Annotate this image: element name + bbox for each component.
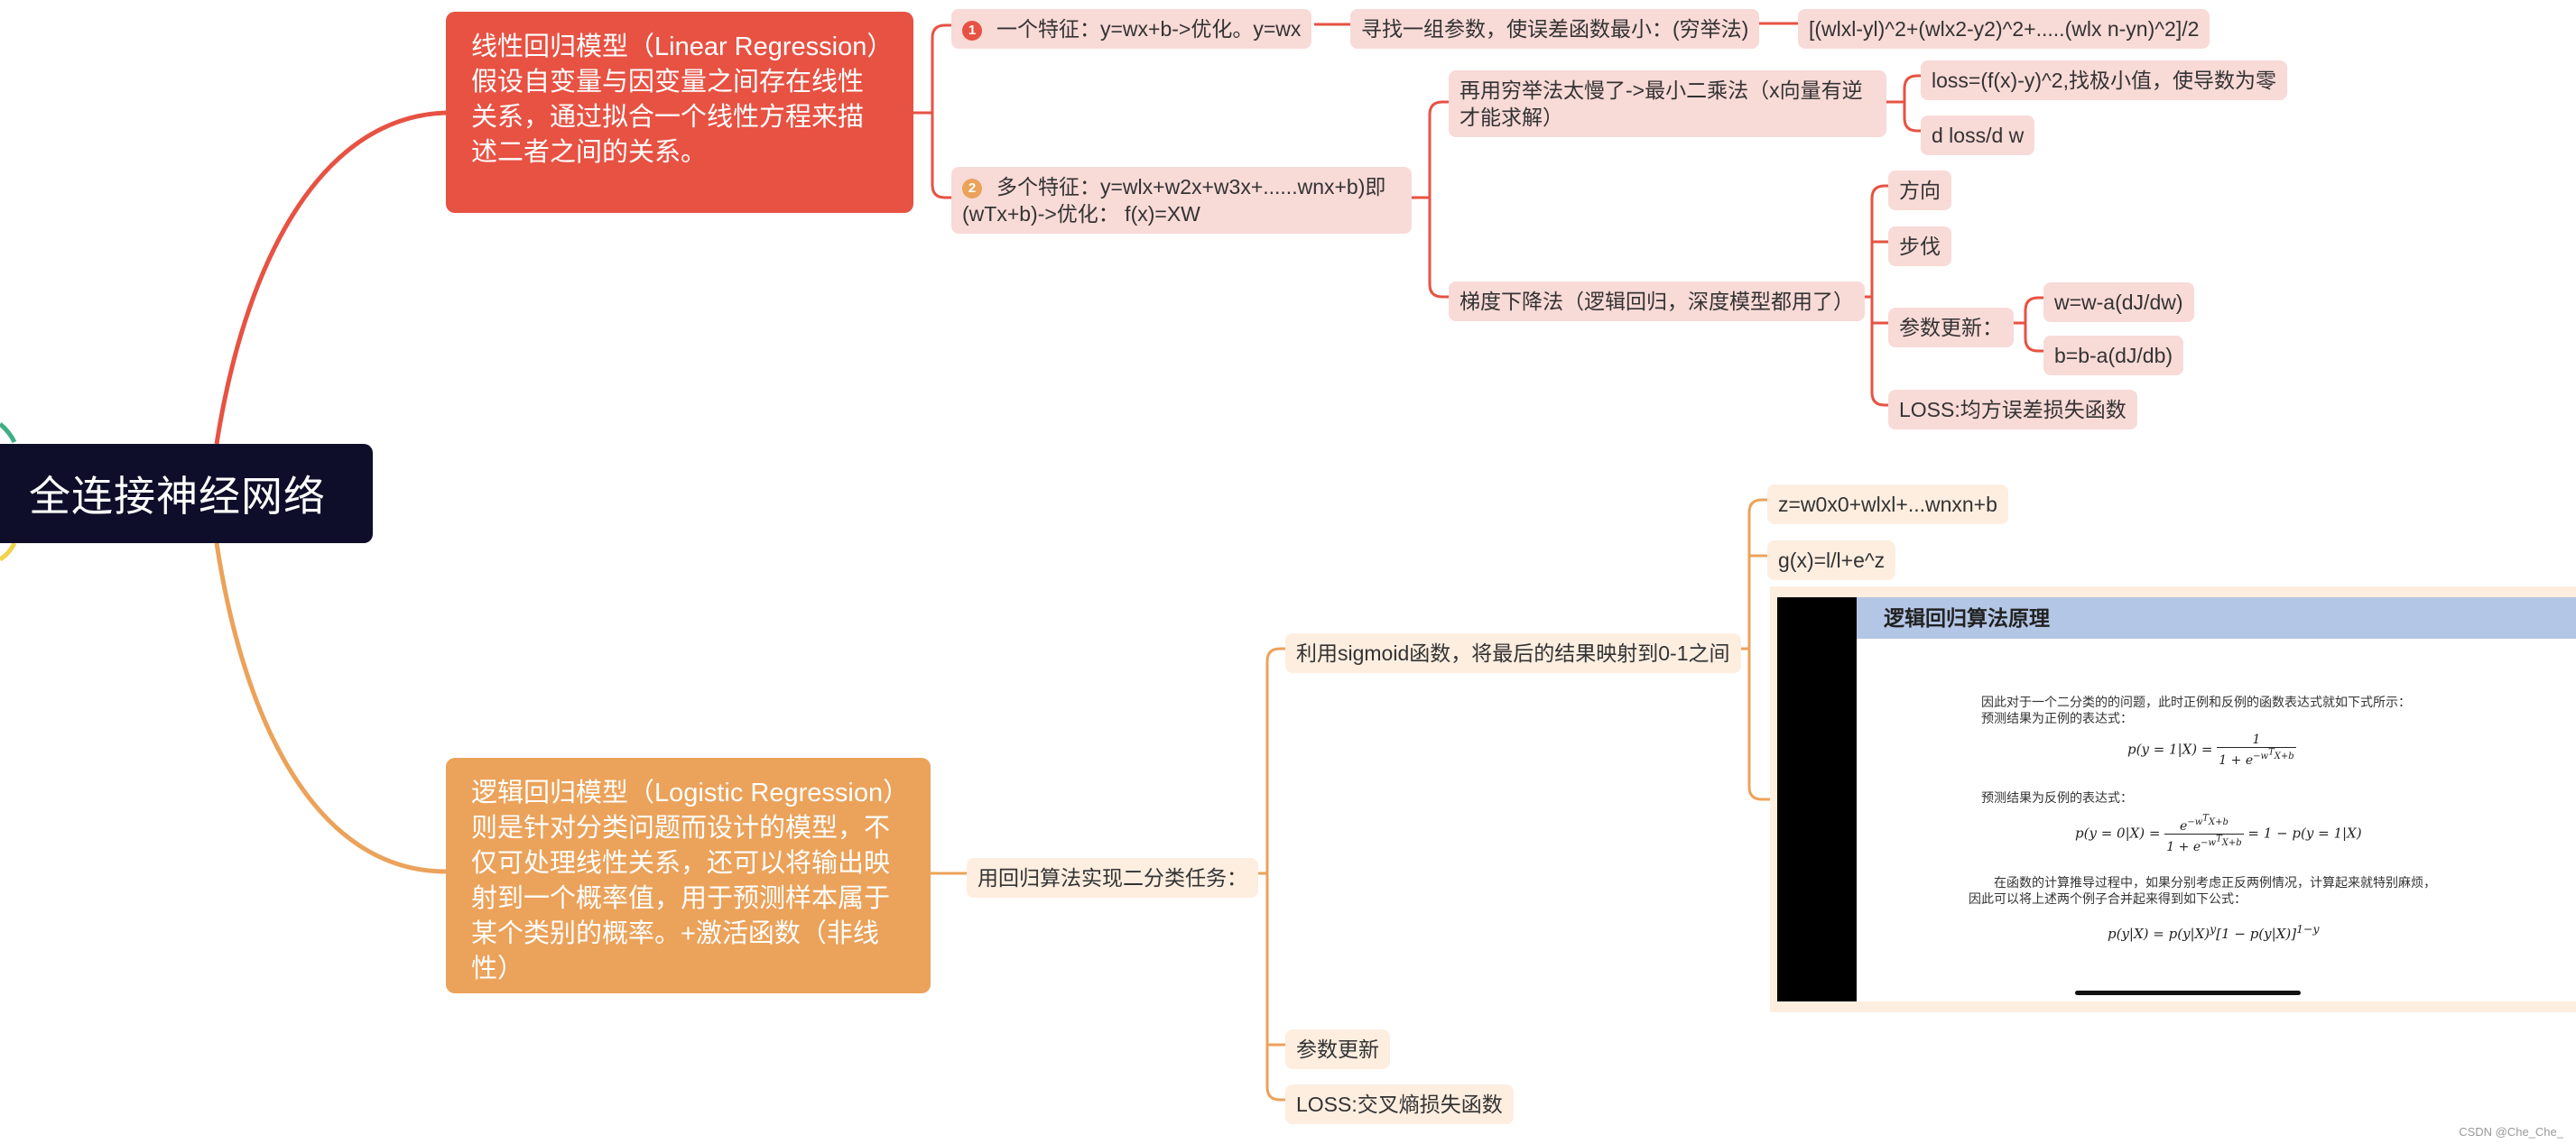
least-squares-node[interactable]: 再用穷举法太慢了->最小二乘法（x向量有逆才能求解） — [1449, 70, 1886, 137]
formula-positive-fraction: 1 1 + e−wTX+b — [2217, 733, 2295, 768]
logistic-principle-image[interactable]: 逻辑回归算法原理 因此对于一个二分类的的问题，此时正例和反例的函数表达式就如下式… — [1770, 586, 2576, 1012]
w-update-label: w=w-a(dJ/dw) — [2054, 291, 2183, 314]
step-node[interactable]: 步伐 — [1888, 226, 1951, 266]
g-formula-node[interactable]: g(x)=l/l+e^z — [1767, 540, 1895, 580]
multi-feature-label: 多个特征：y=wlx+w2x+w3x+......wnx+b)即(wTx+b)-… — [962, 175, 1385, 226]
linear-regression-node[interactable]: 线性回归模型（Linear Regression）假设自变量与因变量之间存在线性… — [446, 12, 913, 213]
logistic-param-update-node[interactable]: 参数更新 — [1285, 1029, 1390, 1069]
formula-negative-den: 1 + e−wTX+b — [2164, 834, 2243, 854]
squared-error-node[interactable]: [(wlxl-yl)^2+(wlx2-y2)^2+.....(wlx n-yn)… — [1798, 9, 2210, 49]
gradient-descent-node[interactable]: 梯度下降法（逻辑回归，深度模型都用了） — [1449, 281, 1865, 321]
formula-negative-num: e−wTX+b — [2164, 814, 2243, 834]
loss-derivative-node[interactable]: loss=(f(x)-y)^2,找极小值，使导数为零 — [1921, 60, 2287, 100]
root-label: 全连接神经网络 — [29, 464, 326, 523]
b-update-node[interactable]: b=b-a(dJ/db) — [2043, 336, 2183, 375]
panel-line5: 因此可以将上述两个例子合并起来得到如下公式： — [1969, 890, 2247, 908]
formula-positive-left: p(y = 1|X) = — [2127, 742, 2213, 758]
search-params-node[interactable]: 寻找一组参数，使误差函数最小：(穷举法) — [1350, 9, 1759, 49]
single-feature-node[interactable]: 1 一个特征：y=wx+b->优化。y=wx — [951, 9, 1311, 49]
formula-positive: p(y = 1|X) = 1 1 + e−wTX+b — [2127, 733, 2296, 768]
logistic-principle-content: 逻辑回归算法原理 因此对于一个二分类的的问题，此时正例和反例的函数表达式就如下式… — [1777, 597, 2576, 1001]
z-formula-label: z=w0x0+wlxl+...wnxn+b — [1778, 493, 1997, 516]
formula-positive-den: 1 + e−wTX+b — [2217, 747, 2295, 768]
panel-scrollbar[interactable] — [2075, 991, 2301, 995]
param-update-label: 参数更新： — [1899, 316, 2003, 339]
sigmoid-label: 利用sigmoid函数，将最后的结果映射到0-1之间 — [1296, 641, 1730, 665]
panel-black-bar — [1777, 597, 1857, 1001]
b-update-label: b=b-a(dJ/db) — [2054, 344, 2173, 367]
search-params-label: 寻找一组参数，使误差函数最小：(穷举法) — [1361, 17, 1748, 41]
w-update-node[interactable]: w=w-a(dJ/dw) — [2043, 282, 2194, 322]
loss-derivative-label: loss=(f(x)-y)^2,找极小值，使导数为零 — [1932, 69, 2276, 92]
cross-entropy-loss-node[interactable]: LOSS:交叉熵损失函数 — [1285, 1084, 1514, 1124]
z-formula-node[interactable]: z=w0x0+wlxl+...wnxn+b — [1767, 484, 2008, 524]
sigmoid-node[interactable]: 利用sigmoid函数，将最后的结果映射到0-1之间 — [1285, 633, 1741, 673]
direction-node[interactable]: 方向 — [1888, 171, 1951, 210]
formula-negative: p(y = 0|X) = e−wTX+b 1 + e−wTX+b = 1 − p… — [2075, 814, 2362, 854]
panel-line4: 在函数的计算推导过程中，如果分别考虑正反两例情况，计算起来就特别麻烦， — [1994, 873, 2436, 891]
squared-error-label: [(wlxl-yl)^2+(wlx2-y2)^2+.....(wlx n-yn)… — [1809, 17, 2199, 41]
formula-negative-left: p(y = 0|X) = — [2075, 825, 2161, 841]
number-two-badge: 2 — [962, 179, 982, 198]
logistic-param-update-label: 参数更新 — [1296, 1038, 1379, 1061]
param-update-node[interactable]: 参数更新： — [1888, 308, 2014, 347]
gradient-descent-label: 梯度下降法（逻辑回归，深度模型都用了） — [1459, 290, 1854, 313]
watermark: CSDN @Che_Che_ — [2459, 1125, 2563, 1139]
logistic-regression-title: 逻辑回归模型（Logistic Regression）则是针对分类问题而设计的模… — [471, 779, 896, 983]
root-node[interactable]: 全连接神经网络 — [0, 444, 373, 543]
formula-combined: p(y|X) = p(y|X)y[1 − p(y|X)]1−y — [2108, 922, 2320, 942]
dloss-dw-label: d loss/d w — [1932, 124, 2024, 147]
dloss-dw-node[interactable]: d loss/d w — [1921, 115, 2034, 155]
panel-line1: 因此对于一个二分类的的问题，此时正例和反例的函数表达式就如下式所示： — [1981, 693, 2411, 711]
g-formula-label: g(x)=l/l+e^z — [1778, 549, 1885, 572]
formula-negative-fraction: e−wTX+b 1 + e−wTX+b — [2164, 814, 2243, 854]
least-squares-label: 再用穷举法太慢了->最小二乘法（x向量有逆才能求解） — [1459, 78, 1863, 129]
number-one-badge: 1 — [962, 21, 982, 41]
panel-line2: 预测结果为正例的表达式： — [1981, 709, 2133, 727]
formula-positive-num: 1 — [2217, 733, 2295, 747]
binary-task-label: 用回归算法实现二分类任务： — [978, 866, 1247, 890]
direction-label: 方向 — [1899, 179, 1941, 202]
mse-loss-node[interactable]: LOSS:均方误差损失函数 — [1888, 390, 2137, 429]
step-label: 步伐 — [1899, 235, 1941, 258]
binary-task-node[interactable]: 用回归算法实现二分类任务： — [967, 858, 1258, 898]
cross-entropy-loss-label: LOSS:交叉熵损失函数 — [1296, 1093, 1503, 1116]
formula-negative-right: = 1 − p(y = 1|X) — [2247, 825, 2361, 841]
linear-regression-title: 线性回归模型（Linear Regression）假设自变量与因变量之间存在线性… — [471, 32, 880, 167]
single-feature-label: 一个特征：y=wx+b->优化。y=wx — [996, 17, 1301, 41]
panel-line3: 预测结果为反例的表达式： — [1981, 789, 2133, 807]
mse-loss-label: LOSS:均方误差损失函数 — [1899, 398, 2127, 421]
panel-header: 逻辑回归算法原理 — [1857, 597, 2576, 639]
logistic-regression-node[interactable]: 逻辑回归模型（Logistic Regression）则是针对分类问题而设计的模… — [446, 758, 931, 993]
